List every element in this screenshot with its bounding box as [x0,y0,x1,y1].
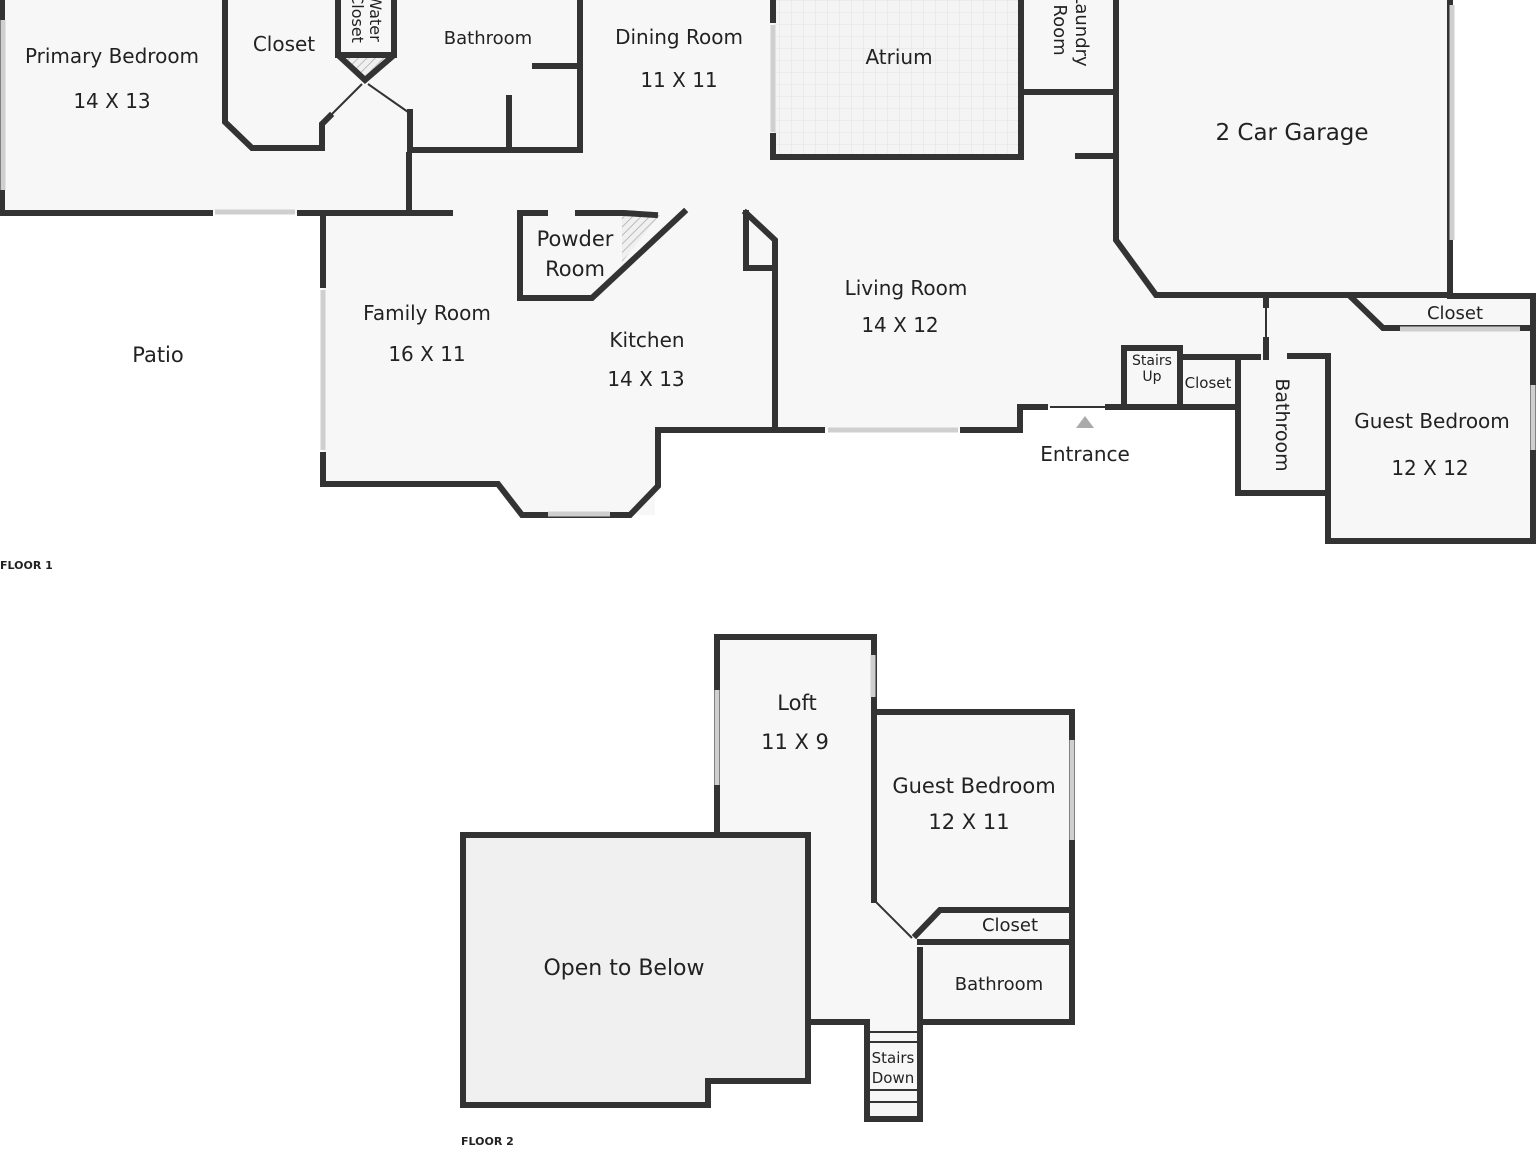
stairs-down-wall [805,1019,923,1122]
family-room-label: Family Room [363,301,491,325]
kitchen-dims: 14 X 13 [607,367,684,391]
loft-label: Loft [777,691,816,715]
open-to-below-label: Open to Below [543,956,704,981]
open-to-below-area [463,835,808,1105]
guest-bedroom-2-dims: 12 X 11 [928,810,1009,834]
svg-text:Laundry: Laundry [1071,0,1092,67]
guest-bedroom-dims: 12 X 12 [1391,456,1468,480]
loft-dims: 11 X 9 [761,730,829,754]
stair-tread [870,1031,917,1103]
svg-text:Room: Room [1049,4,1070,55]
entrance-label: Entrance [1040,442,1130,466]
floor-2-label: FLOOR 2 [461,1135,514,1148]
floor1-guest-wing-area [1266,295,1533,543]
guest-bathroom-label: Bathroom [1271,378,1293,471]
water-closet-hatch [340,55,388,80]
patio-label: Patio [132,343,184,367]
floor-1: Primary Bedroom 14 X 13 Closet Water Clo… [0,0,1536,572]
stairs-up-label-1: Stairs [1132,353,1172,369]
primary-closet-label: Closet [253,32,315,56]
kitchen-label: Kitchen [609,328,684,352]
svg-text:Bathroom: Bathroom [1271,378,1293,471]
powder-room-wall [517,207,689,301]
floor-1-label: FLOOR 1 [0,559,53,572]
primary-bedroom-label: Primary Bedroom [25,44,199,68]
atrium-label: Atrium [865,45,932,69]
stairs-down-label-1: Stairs [872,1049,915,1067]
entry-wall [1105,345,1241,410]
door-swing [329,83,1322,408]
atrium-floor [774,0,1020,156]
primary-closet-wall [222,0,335,151]
garage-label: 2 Car Garage [1215,120,1368,146]
laundry-room-wall [1018,89,1119,159]
floor2-main-area [717,637,1072,1119]
atrium-wall [770,0,1024,160]
door-swing [873,899,921,1018]
guest-bedroom-label: Guest Bedroom [1354,409,1510,433]
kitchen-counter-wall [741,208,778,433]
open-to-below-wall [460,832,811,1108]
bathroom-2-label: Bathroom [955,974,1043,995]
family-room-dims: 16 X 11 [388,342,465,366]
dining-room-dims: 11 X 11 [640,68,717,92]
water-closet-wall [335,0,397,85]
entry-closet-label: Closet [1185,374,1232,392]
floor1-garage-area [1116,0,1452,295]
guest-bedroom-2-label: Guest Bedroom [892,774,1055,798]
svg-text:Closet: Closet [348,0,367,43]
powder-room-label-1: Powder [537,227,614,251]
laundry-room-label: Laundry Room [1049,0,1092,67]
guest-closet-label: Closet [1427,303,1483,324]
entrance-marker-icon [1076,416,1094,428]
powder-room-hatch [622,215,660,262]
closet-2-label: Closet [982,915,1038,936]
dining-room-label: Dining Room [615,25,743,49]
primary-bedroom-dims: 14 X 13 [73,89,150,113]
living-room-dims: 14 X 12 [861,313,938,337]
floor-2: Loft 11 X 9 Guest Bedroom 12 X 11 Closet… [460,634,1075,1148]
powder-room-label-2: Room [545,257,605,281]
svg-text:Water: Water [366,0,385,42]
primary-bathroom-label: Bathroom [444,28,532,49]
stairs-down-label-2: Down [872,1069,915,1087]
stairs-up-label-2: Up [1142,369,1161,385]
living-room-label: Living Room [845,276,968,300]
water-closet-label: Water Closet [348,0,385,43]
